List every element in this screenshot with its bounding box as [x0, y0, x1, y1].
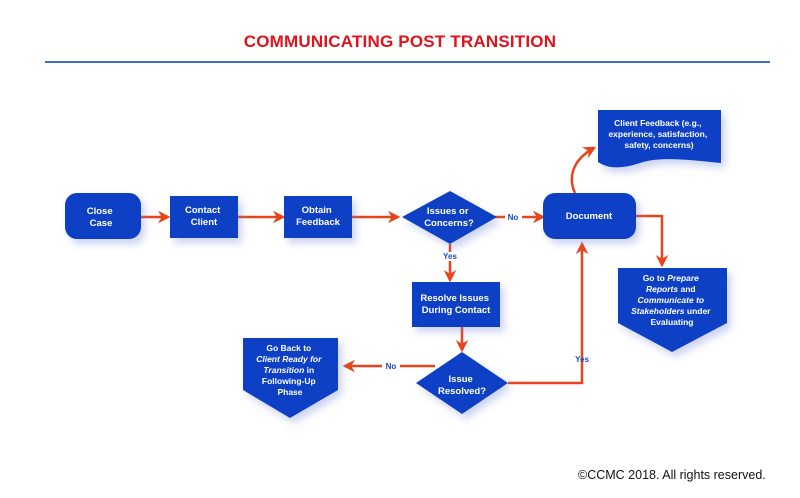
label-close-case: Close Case [87, 206, 116, 229]
label-issue-resolved: Issue Resolved? [438, 374, 486, 397]
title-divider [45, 61, 770, 63]
label-issues-decision: Issues or Concerns? [424, 206, 474, 229]
node-resolve-issues [412, 282, 500, 327]
label-contact-client: Contact Client [185, 205, 223, 228]
edge-label-yes-2: Yes [575, 355, 589, 364]
node-close-case [65, 193, 141, 239]
page-title: COMMUNICATING POST TRANSITION [243, 32, 557, 51]
copyright-notice: ©CCMC 2018. All rights reserved. [578, 468, 766, 482]
node-issues-decision [402, 191, 497, 244]
edge-document-to-goto [636, 214, 669, 268]
edge-label-no-1: No [508, 213, 519, 222]
label-client-feedback: Client Feedback (e.g., experience, satis… [608, 118, 709, 150]
node-contact-client [170, 196, 238, 238]
node-obtain-feedback [284, 196, 352, 238]
label-document: Document [566, 211, 613, 222]
node-document [543, 193, 636, 239]
label-obtain-feedback: Obtain Feedback [296, 205, 341, 228]
node-go-to-prepare [618, 268, 727, 352]
node-client-feedback [598, 110, 721, 168]
node-go-back [243, 338, 338, 418]
node-issue-resolved [416, 352, 508, 414]
edge-label-no-2: No [386, 362, 397, 371]
edge-resolved-yes [508, 241, 589, 385]
edge-label-yes-1: Yes [443, 252, 457, 261]
label-go-to-prepare: Go to Prepare Reports and Communicate to… [631, 273, 713, 327]
label-resolve-issues: Resolve Issues During Contact [420, 293, 491, 316]
label-go-back: Go Back to Client Ready for Transition i… [256, 343, 324, 397]
edge-document-to-feedback [570, 146, 597, 194]
